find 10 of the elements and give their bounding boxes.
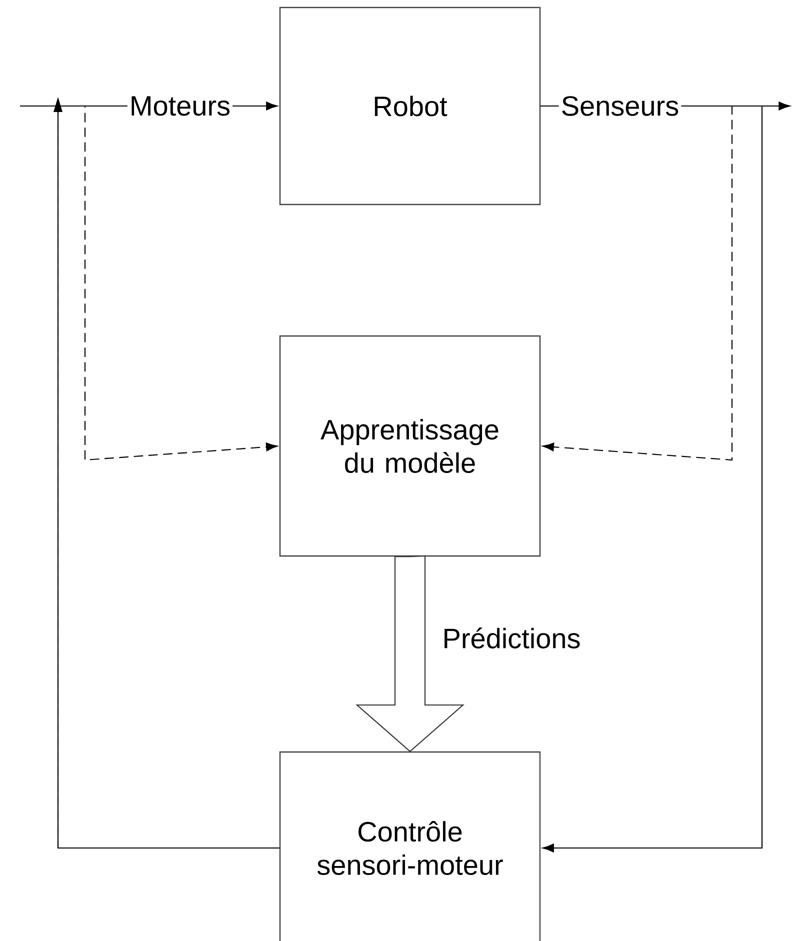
edge-label: Senseurs bbox=[558, 94, 682, 118]
process-box: Robot bbox=[279, 6, 541, 206]
arrow bbox=[20, 97, 280, 849]
edge-label: Prédictions bbox=[440, 626, 583, 650]
edge-label: Moteurs bbox=[127, 94, 233, 118]
arrow bbox=[57, 105, 280, 849]
arrow bbox=[540, 105, 763, 852]
block-arrow bbox=[356, 555, 464, 752]
process-box: Apprentissage du modèle bbox=[279, 335, 541, 557]
process-box: Contrôle sensori-moteur bbox=[279, 751, 541, 941]
